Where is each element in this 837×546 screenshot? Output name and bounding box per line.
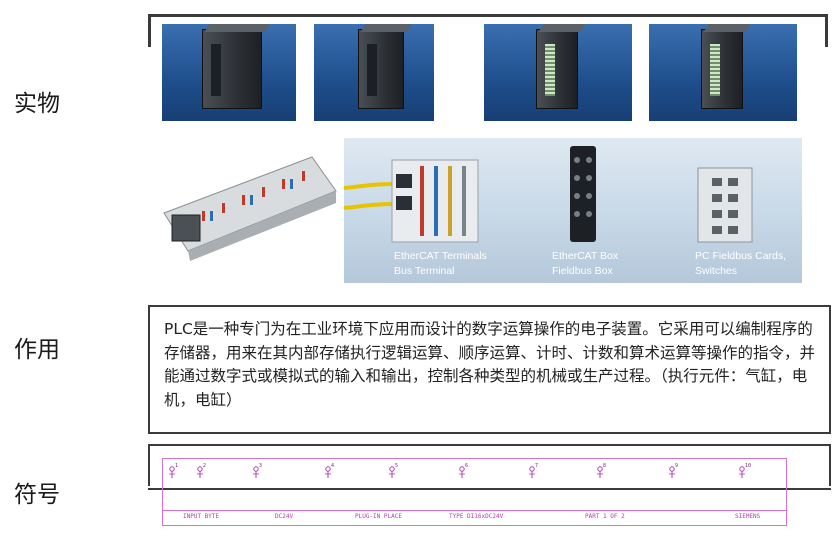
symbol-bracket: [148, 444, 831, 486]
terminal-number: 9: [675, 463, 679, 469]
plc-comm-module-photo: [314, 24, 434, 121]
footer-voltage: DC24V: [275, 513, 294, 520]
terminal-symbol: [459, 466, 465, 478]
caption-line: Bus Terminal: [394, 265, 455, 277]
terminal-number: 6: [465, 463, 469, 469]
plc-input-schematic: 1 2 3 4 5 6 7 8 9 10 INPUT BYTE DC24V PLUG-IN PLA…: [162, 458, 787, 526]
terminal-number: 4: [331, 463, 335, 469]
caption-line: EtherCAT Terminals: [394, 250, 487, 262]
caption-line: Fieldbus Box: [552, 265, 613, 277]
caption-line: EtherCAT Box: [552, 250, 619, 262]
terminal-number: 8: [603, 463, 607, 469]
caption-line: PC Fieldbus Cards,: [695, 250, 787, 262]
schematic-terminal: 2: [195, 463, 217, 491]
footer-part: PART 1 OF 2: [585, 513, 625, 520]
schematic-terminal: 1: [167, 463, 189, 491]
caption-ethercat-terminals: EtherCAT Terminals Bus Terminal: [394, 249, 487, 279]
plc-description-box: PLC是一种专门为在工业环境下应用而设计的数字运算操作的电子装置。它采用可以编制…: [148, 305, 831, 434]
footer-type: TYPE DI16xDC24V: [449, 513, 504, 520]
terminal-symbol: [669, 466, 675, 478]
plc-cpu-photo: [162, 24, 296, 121]
schematic-terminal: 3: [251, 463, 273, 491]
physical-label: 实物: [14, 91, 60, 117]
footer-brand: SIEMENS: [735, 513, 761, 520]
bus-terminal-photo: [162, 151, 338, 261]
terminal-symbol: [169, 466, 175, 478]
terminal-symbol: [739, 466, 745, 478]
terminal-symbol: [197, 466, 203, 478]
symbol-label: 符号: [14, 482, 60, 508]
plc-io-module-photo: [484, 24, 632, 121]
terminal-number: 3: [259, 463, 263, 469]
terminal-number: 5: [395, 463, 399, 469]
schematic-title-block: INPUT BYTE DC24V PLUG-IN PLACE TYPE DI16…: [163, 510, 786, 525]
beckhoff-products-panel: EtherCAT Terminals Bus Terminal EtherCAT…: [344, 138, 802, 283]
caption-line: Switches: [695, 265, 738, 277]
schematic-terminal: 9: [667, 463, 689, 491]
terminal-symbol: [325, 466, 331, 478]
terminal-symbol: [529, 466, 535, 478]
schematic-terminal: 7: [527, 463, 549, 491]
footer-plug-in: PLUG-IN PLACE: [355, 513, 402, 520]
terminal-symbol: [253, 466, 259, 478]
plc-digital-input-photo: [649, 24, 797, 121]
schematic-terminal: 5: [387, 463, 409, 491]
schematic-terminal: 4: [323, 463, 345, 491]
schematic-terminal: 8: [595, 463, 617, 491]
plc-description-text: PLC是一种专门为在工业环境下应用而设计的数字运算操作的电子装置。它采用可以编制…: [164, 320, 816, 409]
symbol-bracket-bottom: [148, 470, 831, 490]
function-label: 作用: [14, 337, 60, 363]
product-bracket: [148, 14, 828, 47]
schematic-terminal: 10: [737, 463, 759, 491]
caption-pc-fieldbus: PC Fieldbus Cards, Switches: [695, 249, 786, 279]
terminal-number: 2: [203, 463, 207, 469]
terminal-number: 1: [175, 463, 179, 469]
caption-ethercat-box: EtherCAT Box Fieldbus Box: [552, 249, 618, 279]
terminal-symbol: [389, 466, 395, 478]
terminal-symbol: [597, 466, 603, 478]
terminal-number: 7: [535, 463, 539, 469]
terminal-number: 10: [745, 463, 752, 469]
footer-input-byte: INPUT BYTE: [183, 513, 220, 520]
schematic-terminal: 6: [457, 463, 479, 491]
